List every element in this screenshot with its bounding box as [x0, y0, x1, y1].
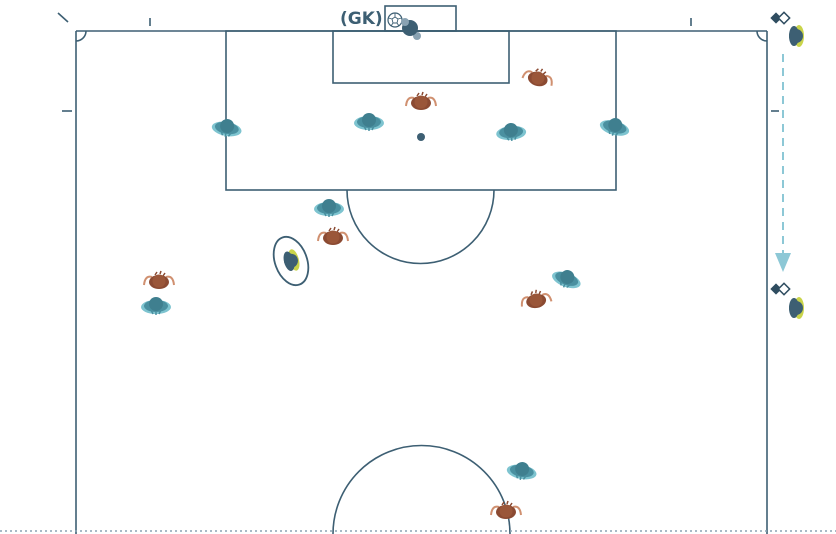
referee [272, 235, 310, 287]
goal-area [332, 30, 510, 84]
corner-arc-left [75, 30, 87, 42]
brown-player [143, 270, 175, 290]
teal-player [313, 198, 345, 218]
soccer-ball-icon [387, 12, 403, 28]
penalty-arc [346, 189, 495, 265]
assistant-referee-flag-icon [769, 11, 791, 25]
teal-player [597, 113, 633, 141]
assistant-referee-flag-icon [769, 282, 791, 296]
referee-icon [789, 25, 804, 47]
teal-player [548, 264, 585, 294]
teal-player [209, 115, 244, 141]
teal-player [353, 112, 385, 132]
arrow-icon [775, 54, 791, 272]
referee-icon [281, 248, 302, 274]
referee-icon [789, 297, 804, 319]
gk-label: (GK) [340, 9, 383, 29]
teal-player [504, 458, 539, 484]
corner-arc-right [756, 30, 768, 42]
assistant-referee-bottom [769, 282, 804, 319]
pitch-lines [57, 5, 779, 534]
penalty-area [225, 30, 617, 191]
teal-player [494, 120, 528, 144]
teal-player [140, 296, 172, 316]
brown-player [490, 500, 522, 520]
goalkeeper [401, 18, 421, 40]
brown-player [518, 286, 554, 312]
penalty-spot [417, 133, 425, 141]
brown-player [317, 226, 349, 246]
center-circle [332, 444, 511, 534]
brown-player [405, 91, 437, 111]
brown-players [143, 63, 557, 520]
assistant-referee-top [769, 11, 804, 47]
teal-players [140, 112, 633, 484]
brown-player [520, 63, 557, 91]
